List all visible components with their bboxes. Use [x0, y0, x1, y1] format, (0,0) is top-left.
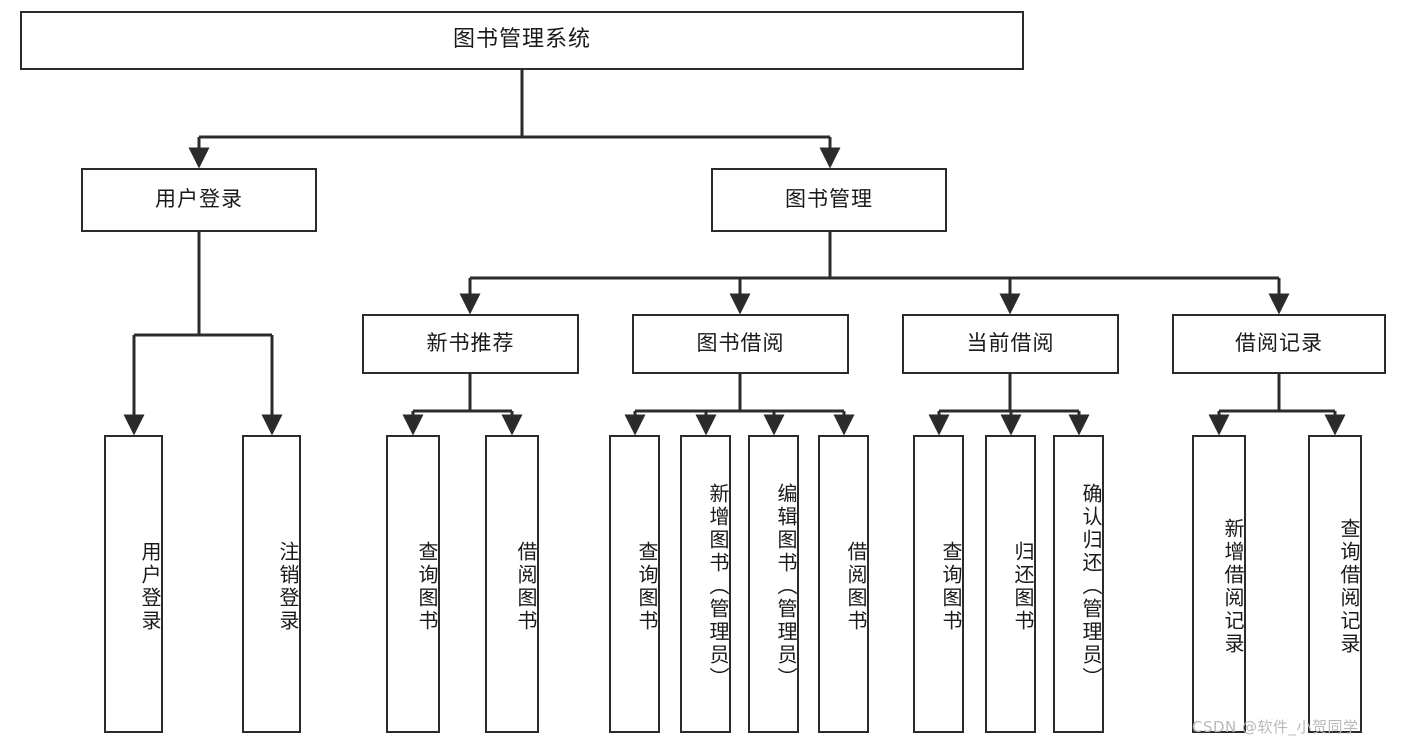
node-book-manage[interactable]: 图书管理	[711, 168, 947, 232]
leaf-edit-book-admin[interactable]: 编辑图书（管理员）	[748, 435, 799, 733]
leaf-query-book-recommend[interactable]: 查询图书	[386, 435, 440, 733]
leaf-add-borrow-record[interactable]: 新增借阅记录	[1192, 435, 1246, 733]
node-borrow-record[interactable]: 借阅记录	[1172, 314, 1386, 374]
leaf-add-book-admin[interactable]: 新增图书（管理员）	[680, 435, 731, 733]
node-user-login[interactable]: 用户登录	[81, 168, 317, 232]
leaf-borrow-book[interactable]: 借阅图书	[818, 435, 869, 733]
node-new-book-recommend[interactable]: 新书推荐	[362, 314, 579, 374]
leaf-return-book[interactable]: 归还图书	[985, 435, 1036, 733]
leaf-confirm-return-admin[interactable]: 确认归还（管理员）	[1053, 435, 1104, 733]
leaf-query-book-borrow[interactable]: 查询图书	[609, 435, 660, 733]
node-current-borrow[interactable]: 当前借阅	[902, 314, 1119, 374]
leaf-user-logout[interactable]: 注销登录	[242, 435, 301, 733]
node-root[interactable]: 图书管理系统	[20, 11, 1024, 70]
leaf-user-login[interactable]: 用户登录	[104, 435, 163, 733]
node-book-borrow[interactable]: 图书借阅	[632, 314, 849, 374]
leaf-query-book-current[interactable]: 查询图书	[913, 435, 964, 733]
leaf-query-borrow-record[interactable]: 查询借阅记录	[1308, 435, 1362, 733]
leaf-borrow-book-recommend[interactable]: 借阅图书	[485, 435, 539, 733]
